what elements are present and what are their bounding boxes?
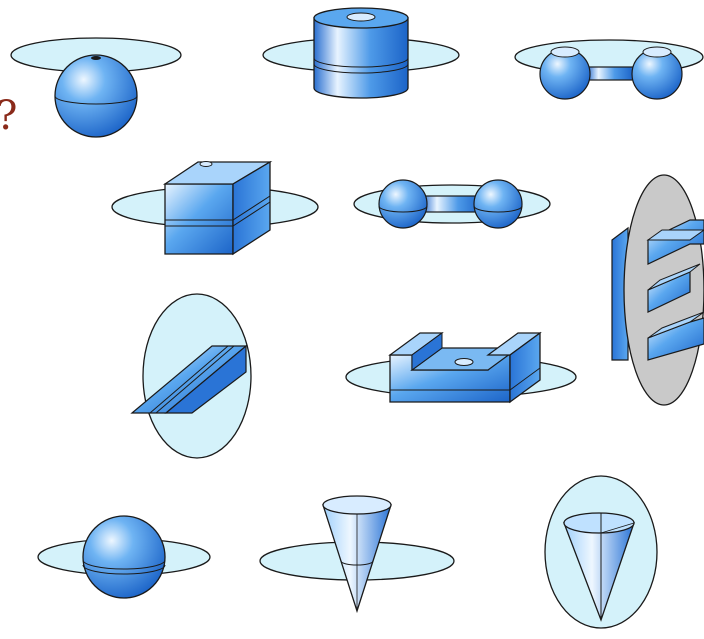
sphere-solid: [55, 55, 137, 137]
sphere-with-horizontal-plane-2: [38, 516, 210, 598]
sphere-with-horizontal-plane: [11, 38, 181, 137]
cube-front-face: [165, 184, 233, 254]
wedge-with-vertical-plane: [132, 294, 251, 458]
u-block-with-horizontal-plane: [346, 333, 576, 402]
cylinder-solid: [314, 18, 408, 98]
dumbbell-left-ball: [379, 180, 427, 228]
cylinder-with-hole-horizontal-plane: [263, 8, 459, 98]
cube-with-horizontal-plane: [112, 162, 318, 255]
sphere-solid: [83, 516, 165, 598]
e-shape-with-vertical-plane: [612, 175, 704, 405]
dumbbell-with-horizontal-plane: [515, 40, 703, 99]
cone-with-horizontal-plane: [260, 496, 454, 611]
dumbbell-with-horizontal-plane-2: [354, 180, 550, 228]
dumbbell-right-ball: [474, 180, 522, 228]
cone-with-vertical-plane: [545, 476, 657, 628]
